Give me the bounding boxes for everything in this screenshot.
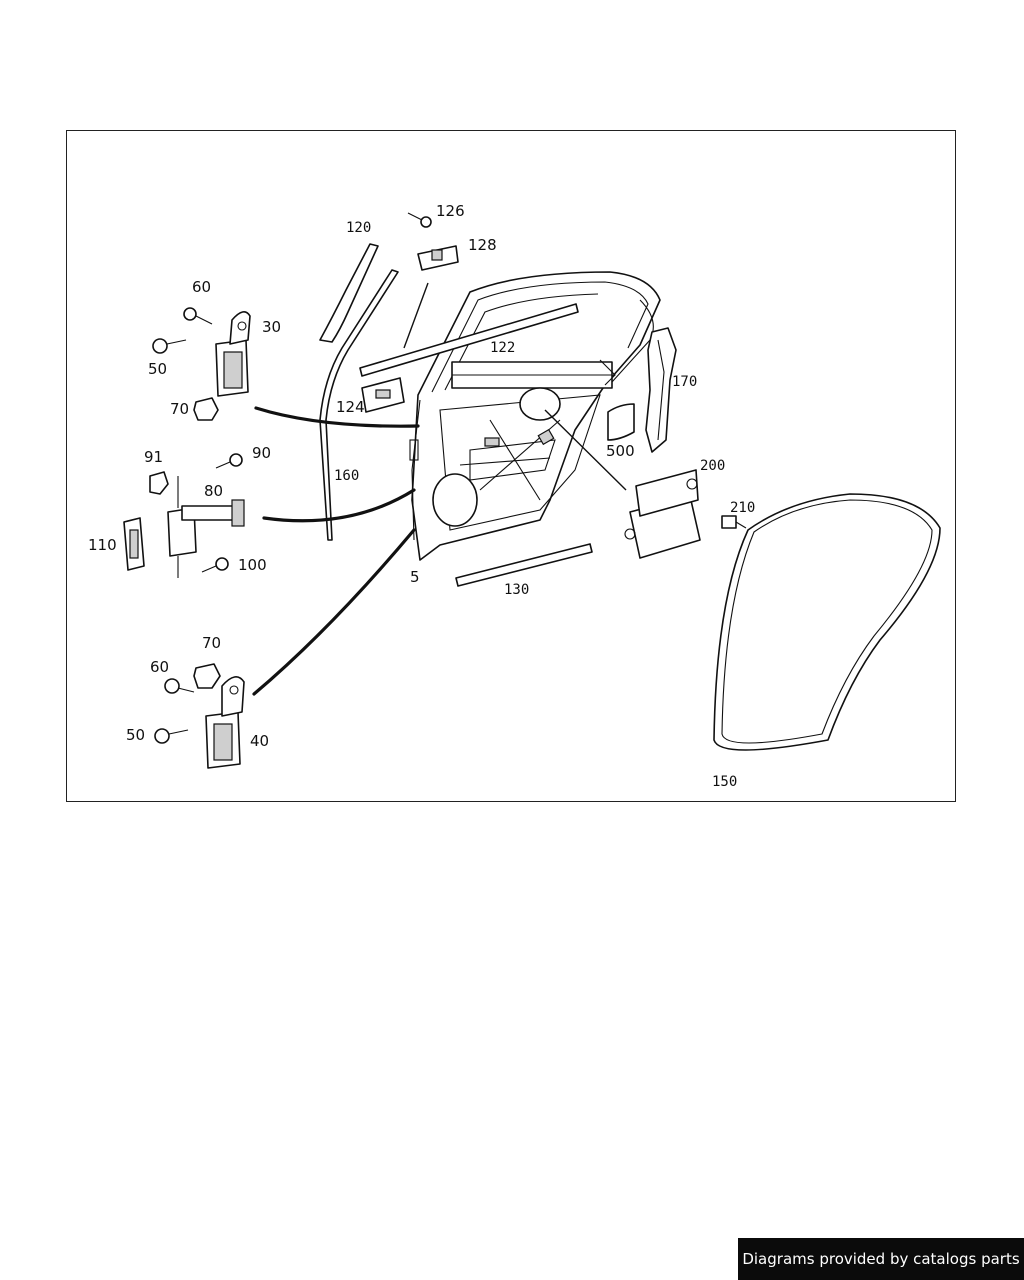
footer-credit: Diagrams provided by catalogs parts <box>738 1238 1024 1280</box>
part-100-bolt <box>201 557 229 573</box>
label-150: 150 <box>712 774 737 790</box>
label-50-lower: 50 <box>126 726 145 744</box>
part-40-lower-hinge <box>205 676 245 769</box>
label-91: 91 <box>144 448 163 466</box>
label-170: 170 <box>672 374 697 390</box>
label-70-lower: 70 <box>202 634 221 652</box>
label-60-lower: 60 <box>150 658 169 676</box>
label-90: 90 <box>252 444 271 462</box>
part-110-bracket <box>123 517 145 571</box>
part-50-bolt-upper <box>152 338 187 354</box>
label-200: 200 <box>700 458 725 474</box>
part-80-door-check <box>167 476 245 578</box>
leader-upper-hinge <box>254 406 420 428</box>
label-500: 500 <box>606 442 635 460</box>
label-110: 110 <box>88 536 117 554</box>
label-50-upper: 50 <box>148 360 167 378</box>
label-40: 40 <box>250 732 269 750</box>
leader-lower-hinge <box>252 528 416 696</box>
label-124: 124 <box>336 398 365 416</box>
label-126: 126 <box>436 202 465 220</box>
part-200-control-module <box>624 469 701 559</box>
part-30-upper-hinge <box>215 311 251 397</box>
diagram-frame <box>66 130 956 802</box>
leader-128 <box>403 282 429 349</box>
part-128-bracket <box>417 245 459 271</box>
part-70-nut-upper <box>193 397 219 421</box>
part-122-weatherstrip <box>359 303 579 377</box>
part-210-clip <box>721 515 747 529</box>
part-120-window-channel <box>319 243 379 343</box>
part-160-guide-strip <box>319 269 399 541</box>
part-60-bolt-upper <box>183 307 213 325</box>
label-122: 122 <box>490 340 515 356</box>
part-500-panel <box>607 403 635 441</box>
label-60-upper: 60 <box>192 278 211 296</box>
part-90-bolt <box>215 453 243 469</box>
label-120: 120 <box>346 220 371 236</box>
leader-200 <box>544 409 627 491</box>
label-210: 210 <box>730 500 755 516</box>
part-91-nut <box>149 471 169 495</box>
label-160: 160 <box>334 468 359 484</box>
label-5: 5 <box>410 568 420 586</box>
part-126-screw <box>407 212 432 228</box>
part-124-handle <box>361 377 405 413</box>
part-150-door-seal <box>713 493 941 751</box>
part-130-sill-strip <box>455 543 593 587</box>
leader-door-check <box>262 488 416 523</box>
footer-text: Diagrams provided by catalogs parts <box>742 1250 1020 1268</box>
door-shell <box>409 271 661 561</box>
label-100: 100 <box>238 556 267 574</box>
part-50-bolt-lower <box>154 728 189 744</box>
part-60-bolt-lower <box>164 678 195 694</box>
part-70-nut-lower <box>193 663 221 689</box>
part-170-seal-strip <box>645 327 677 453</box>
label-80: 80 <box>204 482 223 500</box>
label-70-upper: 70 <box>170 400 189 418</box>
label-130: 130 <box>504 582 529 598</box>
label-30: 30 <box>262 318 281 336</box>
label-128: 128 <box>468 236 497 254</box>
